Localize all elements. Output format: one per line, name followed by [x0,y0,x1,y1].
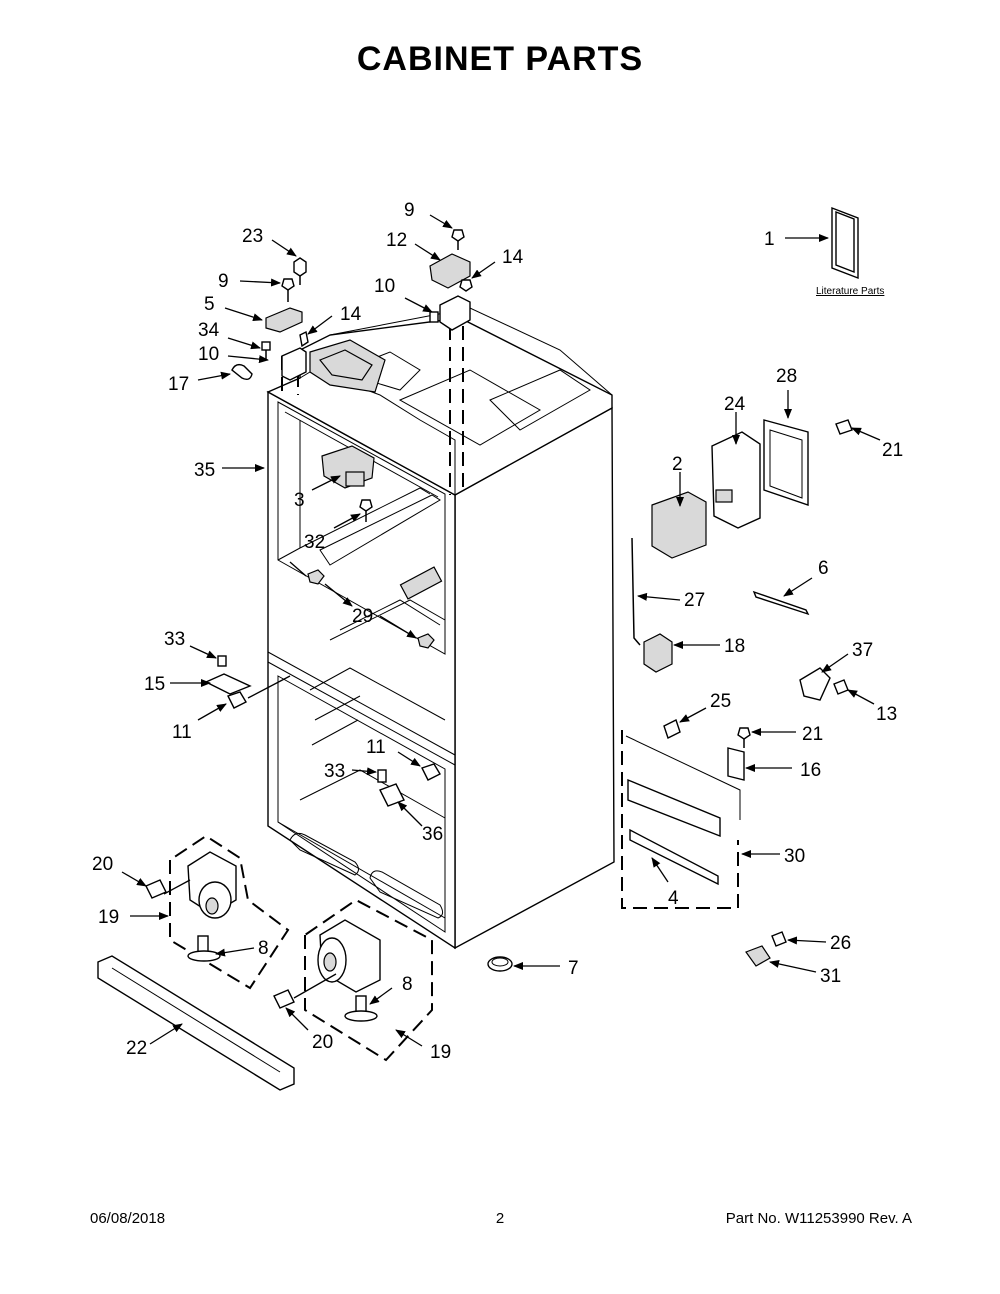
grommet [487,956,513,972]
callout-1: 1 [764,229,775,250]
roller-assemblies [145,834,433,1062]
cabinet-body [266,307,615,950]
callout-21a: 21 [882,440,903,461]
callout-23: 23 [242,226,263,247]
callout-25: 25 [710,691,731,712]
callout-6: 6 [818,558,829,579]
callout-22: 22 [126,1038,147,1059]
callout-37: 37 [852,640,873,661]
callout-2: 2 [672,454,683,475]
right-side-parts [621,206,859,967]
callout-34: 34 [198,320,220,341]
callout-8a: 8 [258,938,269,959]
callout-36: 36 [422,824,443,845]
callout-35: 35 [194,460,215,481]
callout-numbers: 1 2 3 4 5 6 7 8 8 9 9 10 10 11 11 12 13 … [92,200,903,1063]
callout-24: 24 [724,394,746,415]
callout-30: 30 [784,846,805,867]
callout-14a: 14 [502,247,524,268]
internal-parts [204,445,441,807]
callout-4: 4 [668,888,679,909]
callout-18: 18 [724,636,745,657]
callout-20a: 20 [92,854,113,875]
callout-33a: 33 [164,629,185,650]
callout-8b: 8 [402,974,413,995]
callout-32: 32 [304,532,325,553]
footer-page-number: 2 [495,1210,505,1227]
callout-9b: 9 [218,271,229,292]
callout-14b: 14 [340,304,362,325]
callout-21b: 21 [802,724,823,745]
callout-19a: 19 [98,907,119,928]
footer-date: 06/08/2018 [90,1210,166,1227]
callout-27: 27 [684,590,705,611]
callout-5: 5 [204,294,215,315]
leader-lines [121,214,881,1047]
left-top-hinge-parts [231,257,309,381]
callout-28: 28 [776,366,797,387]
callout-7: 7 [568,958,579,979]
callout-11b: 11 [366,737,386,758]
callout-12: 12 [386,230,407,251]
callout-16: 16 [800,760,821,781]
callout-17: 17 [168,374,189,395]
right-top-hinge-parts [429,229,473,331]
callout-19b: 19 [430,1042,451,1063]
callout-3: 3 [294,490,305,511]
footer-part-number: Part No. W11253990 Rev. A [725,1210,912,1227]
toe-grille [97,955,295,1091]
callout-9a: 9 [404,200,415,221]
page-title: CABINET PARTS [356,40,644,78]
callout-11a: 11 [172,722,192,743]
callout-10b: 10 [198,344,219,365]
callout-31: 31 [820,966,841,987]
callout-13: 13 [876,704,897,725]
callout-33b: 33 [324,761,345,782]
callout-26: 26 [830,933,851,954]
literature-parts-label: Literature Parts [816,286,884,297]
callout-10a: 10 [374,276,395,297]
callout-29: 29 [352,606,373,627]
callout-15: 15 [144,674,165,695]
callout-20b: 20 [312,1032,333,1053]
